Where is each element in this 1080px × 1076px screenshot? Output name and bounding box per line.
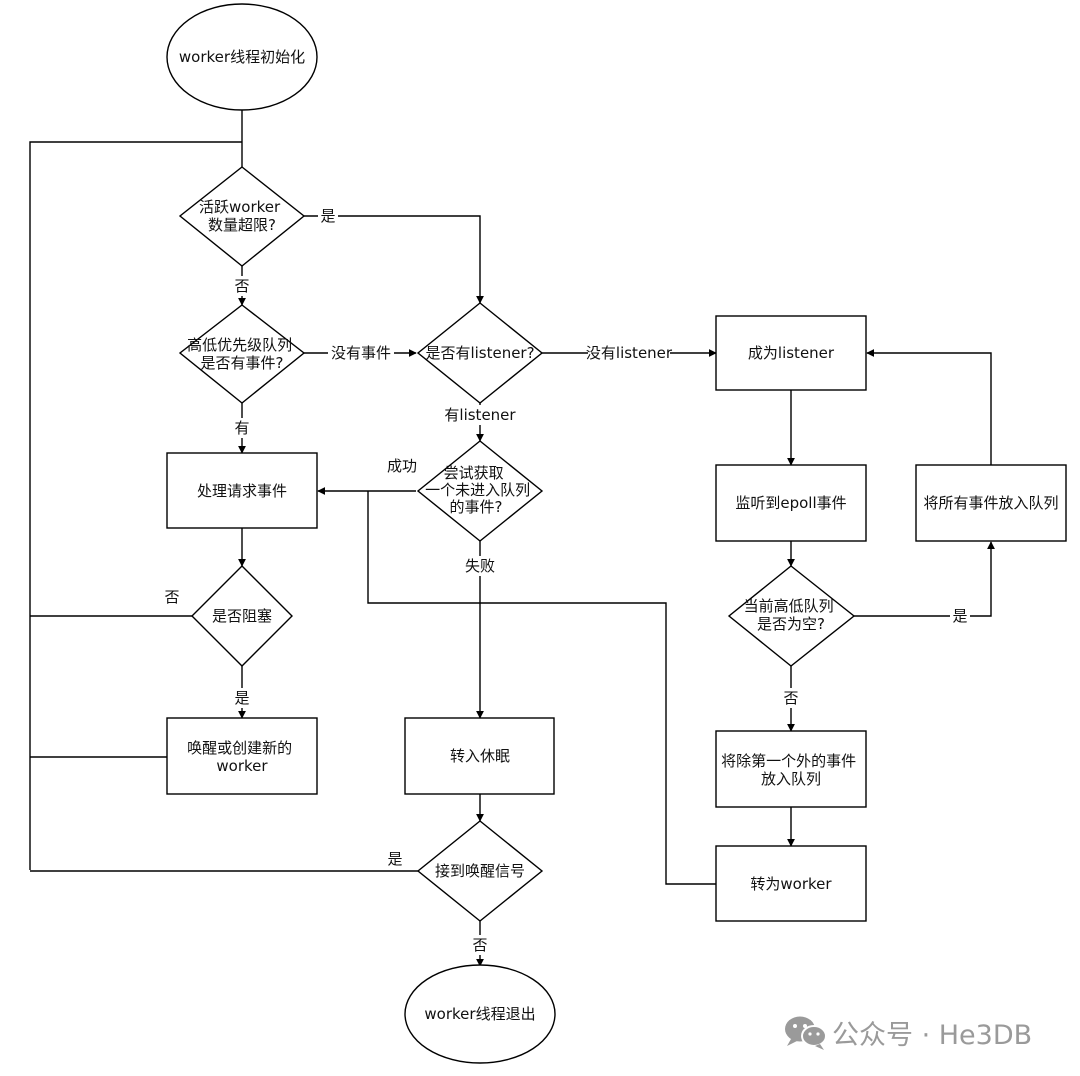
label-no-listener: 没有listener [586,344,673,362]
start-label: worker线程初始化 [179,48,305,66]
edge-labels: 是 否 没有事件 有 没有listener 有listener 成功 失败 否 … [164,206,970,955]
label-blocked-yes: 是 [234,689,249,707]
to-worker-label: 转为worker [750,875,832,893]
epoll-label: 监听到epoll事件 [735,494,846,512]
edge-worker-to-handle [367,491,716,885]
become-listener-box [715,315,867,391]
sleep-box [404,717,555,795]
wake-signal-decision [416,820,544,922]
label-active-yes: 是 [320,207,335,225]
label-empty-yes: 是 [952,607,967,625]
handle-request-box [166,452,318,529]
start-node [166,3,318,111]
listener-decision-label: 是否有listener? [425,344,534,362]
edges [29,110,995,967]
label-signal-yes: 是 [387,850,402,868]
try-fetch-label: 尝试获取 一个未进入队列 的事件? [425,464,535,516]
listener-decision [416,302,544,404]
edge-empty-yes [854,541,995,617]
label-active-no: 否 [234,277,249,295]
queue-event-decision [178,304,306,404]
label-signal-no: 否 [472,936,487,954]
wake-create-label: 唤醒或创建新的 worker [187,739,297,775]
active-worker-decision [178,166,306,267]
nodes: worker线程初始化 活跃worker 数量超限? 高低优先级队列 是否有事件… [166,3,1067,1064]
edge-enqueue-to-listener [866,349,992,465]
watermark: 公众号 · He3DB [785,1016,1032,1051]
blocked-decision [191,565,293,667]
label-blocked-no: 否 [164,588,179,606]
queue-empty-decision [727,565,856,667]
label-no-event: 没有事件 [331,344,391,362]
queue-event-label: 高低优先级队列 是否有事件? [187,336,297,372]
enqueue-except-first-box [715,730,867,808]
enqueue-all-label: 将所有事件放入队列 [923,494,1058,512]
wechat-icon [785,1016,827,1050]
queue-empty-label: 当前高低队列 是否为空? [744,597,839,633]
watermark-text: 公众号 · He3DB [832,1020,1032,1051]
wake-create-box [166,717,318,795]
sleep-label: 转入休眠 [450,747,510,765]
edge-loop-back [29,141,242,870]
label-has-event: 有 [234,419,249,437]
wake-signal-label: 接到唤醒信号 [435,862,525,880]
label-has-listener: 有listener [444,406,516,424]
blocked-label: 是否阻塞 [212,607,272,625]
label-empty-no: 否 [783,689,798,707]
enqueue-except-first-label: 将除第一个外的事件 放入队列 [721,752,861,788]
label-fetch-fail: 失败 [465,557,495,575]
epoll-box [715,464,867,542]
enqueue-all-box [915,464,1067,542]
active-worker-label: 活跃worker 数量超限? [199,198,285,234]
exit-label: worker线程退出 [424,1005,535,1023]
to-worker-box [715,845,867,922]
become-listener-label: 成为listener [748,344,835,362]
label-fetch-success: 成功 [387,457,417,475]
handle-request-label: 处理请求事件 [197,482,287,500]
edge-active-yes [304,215,484,304]
exit-node [404,964,556,1064]
try-fetch-decision [416,440,544,542]
